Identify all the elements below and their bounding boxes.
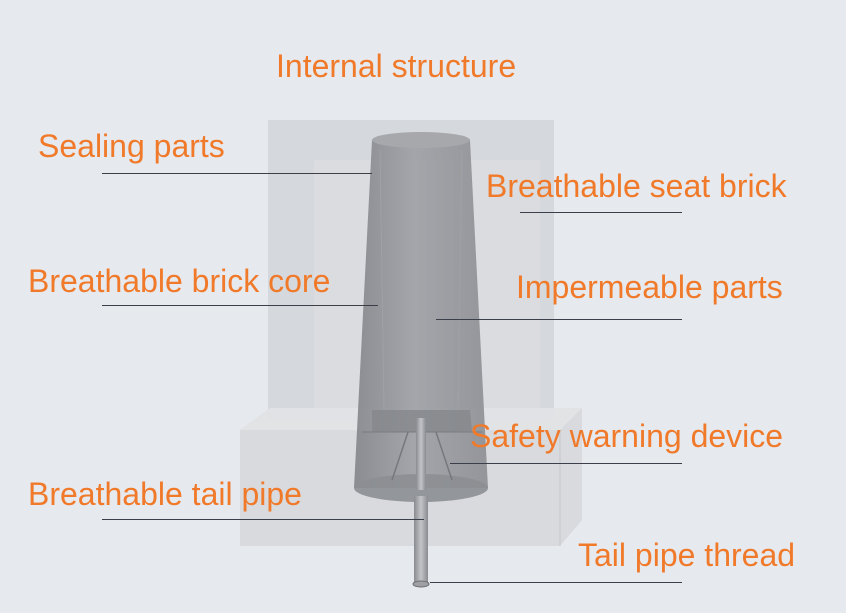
- tail-pipe: [412, 418, 430, 588]
- leader-sealing-parts: [102, 173, 372, 174]
- label-safety-warning-device: Safety warning device: [470, 418, 784, 454]
- leader-tail-pipe-thread: [430, 582, 682, 583]
- leader-breathable-tail-pipe: [102, 519, 424, 520]
- leader-impermeable-parts: [436, 319, 682, 320]
- label-breathable-brick-core: Breathable brick core: [28, 263, 331, 299]
- label-breathable-seat-brick: Breathable seat brick: [486, 168, 787, 204]
- leader-safety-warning-device: [450, 463, 682, 464]
- leader-breathable-brick-core: [102, 305, 378, 306]
- label-sealing-parts: Sealing parts: [38, 128, 225, 164]
- diagram-title: Internal structure: [276, 48, 517, 84]
- label-breathable-tail-pipe: Breathable tail pipe: [28, 476, 302, 512]
- label-tail-pipe-thread: Tail pipe thread: [578, 537, 796, 573]
- label-impermeable-parts: Impermeable parts: [516, 269, 783, 305]
- leader-breathable-seat-brick: [520, 212, 682, 213]
